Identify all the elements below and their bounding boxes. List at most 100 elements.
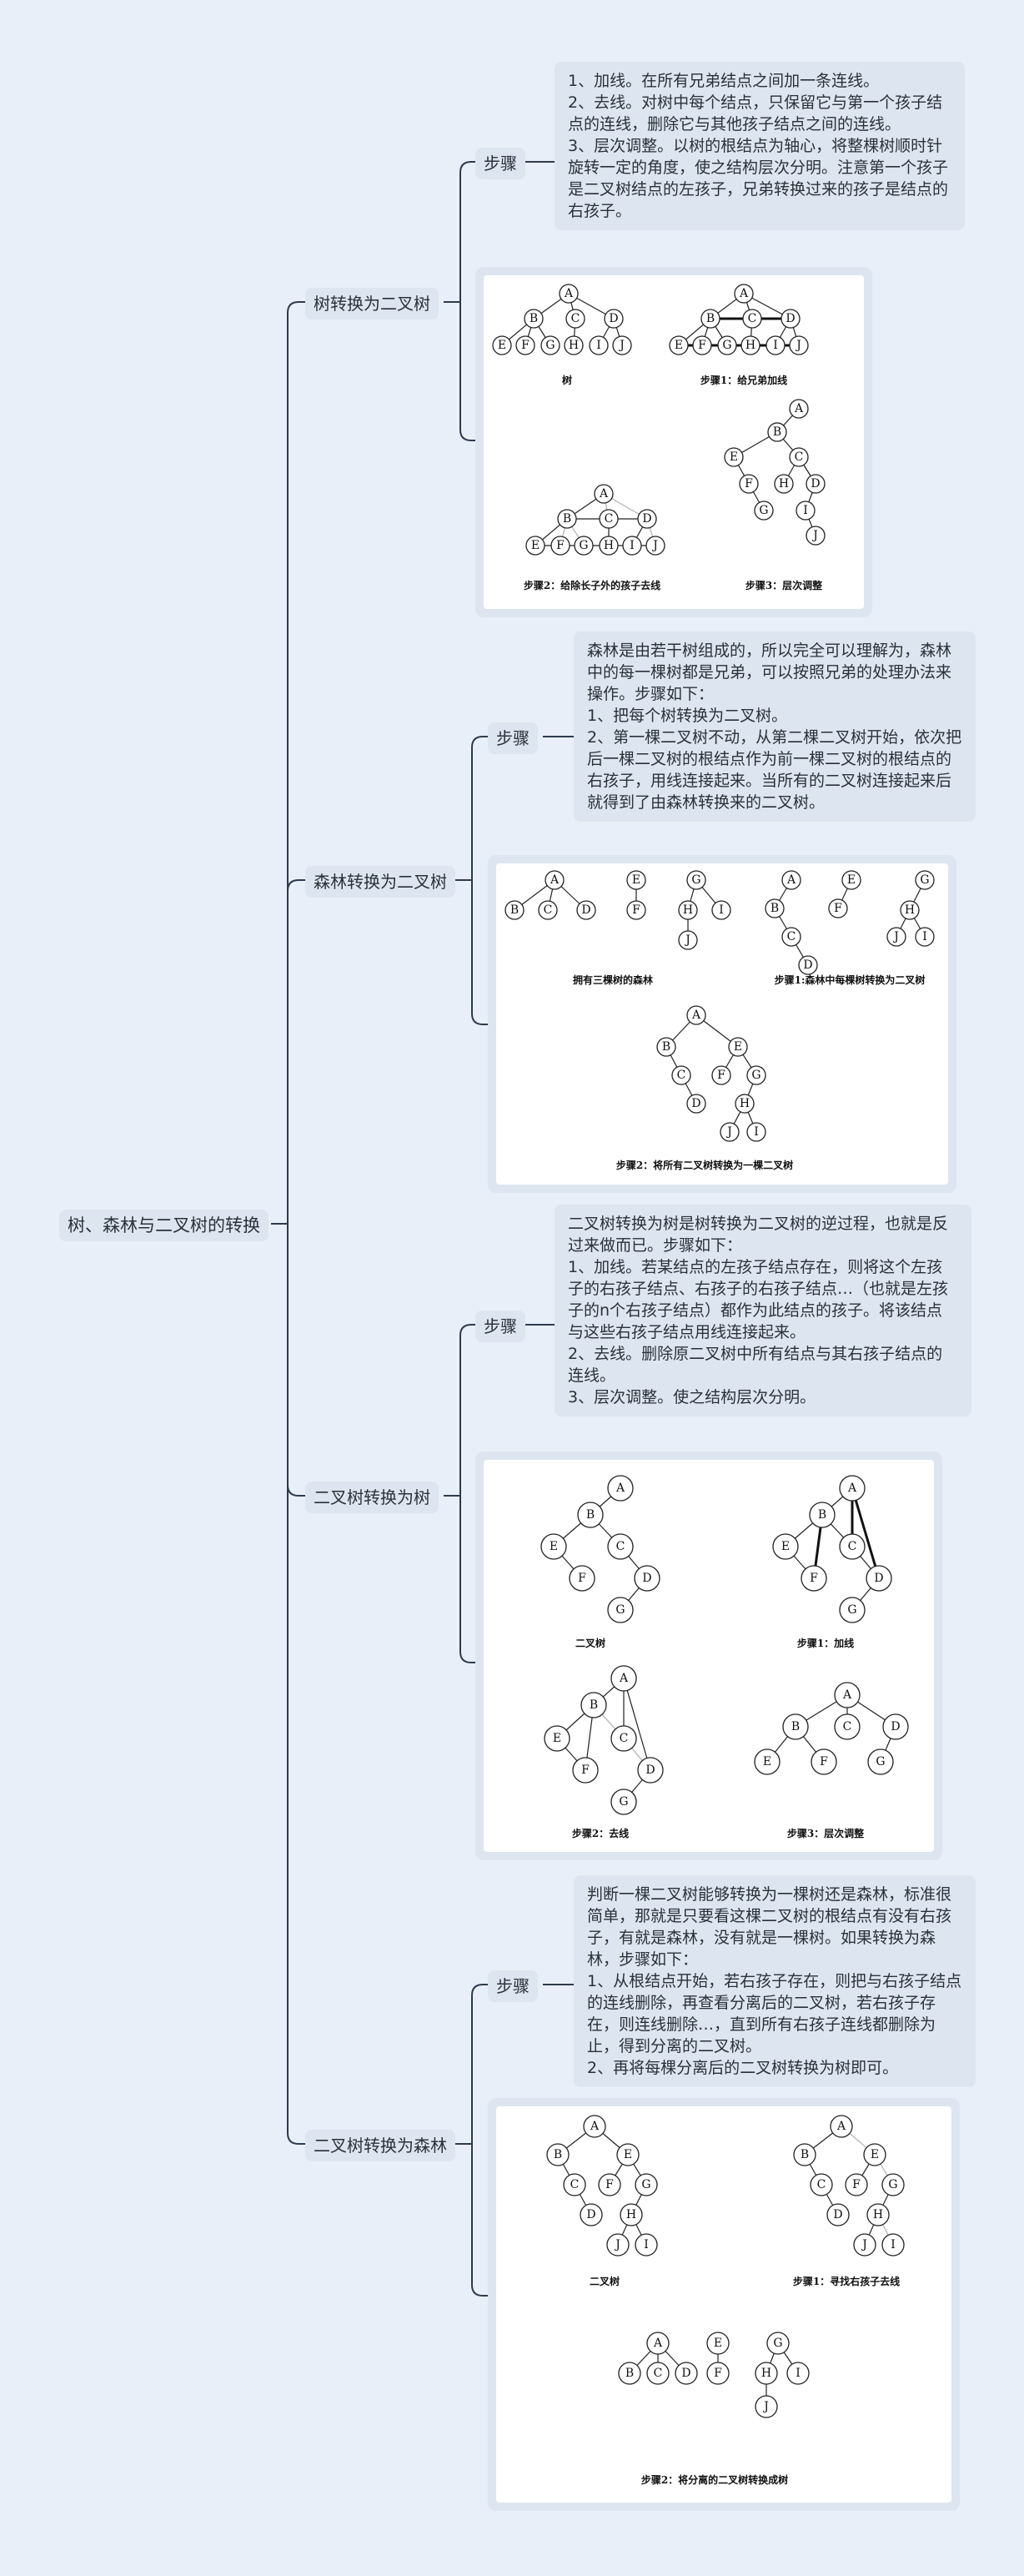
forest-step1: A B C D E F G H J I 步骤1:森林中每棵树转换为二叉树 <box>765 870 935 986</box>
tree-node: B <box>782 1713 809 1740</box>
tree-node: A <box>646 2332 670 2355</box>
tree-node: E <box>525 536 545 556</box>
tree-node: D <box>882 1713 909 1740</box>
svg-text:J: J <box>725 1125 732 1139</box>
tree-node: J <box>853 2233 876 2257</box>
branch-binary-to-tree[interactable]: 二叉树转换为树 <box>305 1482 439 1513</box>
binary-to-tree-diagram: A B E C F D G 二叉树 A B E C F D G <box>540 1475 909 1839</box>
steps-text-binary-to-forest: 判断一棵二叉树能够转换为一棵树还是森林，标准很简单，那就是只要看这棵二叉树的根结… <box>574 1875 976 2087</box>
tree-node: G <box>746 1065 766 1085</box>
steps-text-forest-to-binary: 森林是由若干树组成的，所以完全可以理解为，森林中的每一棵树都是兄弟，可以按照兄弟… <box>574 631 976 822</box>
svg-text:H: H <box>569 339 579 352</box>
caption: 步骤2：将所有二叉树转换为一棵二叉树 <box>616 1159 793 1171</box>
tree-node: I <box>711 900 731 920</box>
svg-text:D: D <box>586 2208 595 2221</box>
step-text: 1、加线。若某结点的左孩子结点存在，则将这个左孩子的右孩子结点、右孩子的右孩子结… <box>568 1258 949 1341</box>
tree-node: E <box>772 1533 799 1560</box>
svg-text:A: A <box>564 287 574 300</box>
tree-node: D <box>637 1757 664 1784</box>
tree-node: D <box>675 2362 698 2385</box>
tree-node: B <box>793 2143 816 2166</box>
svg-text:F: F <box>556 539 565 552</box>
svg-text:J: J <box>811 529 818 542</box>
tree-node: A <box>545 870 565 890</box>
tree-node: F <box>739 474 759 494</box>
tree-node: E <box>754 1748 781 1775</box>
svg-text:F: F <box>810 1572 818 1585</box>
svg-text:F: F <box>698 339 706 352</box>
svg-text:B: B <box>662 1040 670 1054</box>
svg-text:D: D <box>786 312 795 325</box>
tree-node: D <box>580 2203 603 2226</box>
tree-node: H <box>599 536 619 556</box>
tree-node: H <box>755 2362 778 2385</box>
svg-text:F: F <box>745 477 753 491</box>
step-text: 森林是由若干树组成的，所以完全可以理解为，森林中的每一棵树都是兄弟，可以按照兄弟… <box>587 641 952 703</box>
svg-text:H: H <box>873 2208 883 2221</box>
steps-text-binary-to-tree: 二叉树转换为树是树转换为二叉树的逆过程，也就是反过来做而已。步骤如下： 1、加线… <box>555 1205 971 1416</box>
svg-text:F: F <box>820 1755 828 1768</box>
svg-text:F: F <box>714 2367 722 2380</box>
tree-node: D <box>806 474 826 494</box>
bf-original: A B E C F G D H J I 二叉树 <box>546 2115 658 2287</box>
bf-step2: A B C D E F G H I J 步骤2：将分离的二叉树转换成树 <box>618 2332 810 2486</box>
tree-to-binary-diagram: A B C D E F G H I J 树 A B <box>492 284 826 591</box>
svg-text:F: F <box>834 902 842 915</box>
tree-node: H <box>900 900 920 920</box>
svg-text:A: A <box>847 1482 857 1495</box>
tree-node: A <box>610 1665 637 1692</box>
tree-node: H <box>735 1094 755 1114</box>
svg-text:F: F <box>578 1572 586 1585</box>
root-node[interactable]: 树、森林与二叉树的转换 <box>59 1210 269 1241</box>
step-node-tree-to-binary[interactable]: 步骤 <box>475 148 525 179</box>
tree-node: H <box>774 474 794 494</box>
caption: 二叉树 <box>575 1637 605 1649</box>
tree-node: G <box>867 1748 894 1775</box>
svg-text:A: A <box>619 1672 629 1685</box>
step-node-binary-to-tree[interactable]: 步骤 <box>475 1311 525 1342</box>
image-card-tree-to-binary: A B C D E F G H I J 树 A B <box>475 267 872 617</box>
tree-node: H <box>678 900 698 920</box>
svg-text:J: J <box>892 930 899 943</box>
step-text: 二叉树转换为树是树转换为二叉树的逆过程，也就是反过来做而已。步骤如下： <box>568 1215 949 1255</box>
svg-text:E: E <box>871 2148 879 2161</box>
svg-text:H: H <box>761 2367 771 2380</box>
tree-node: D <box>576 900 596 920</box>
step-node-binary-to-forest[interactable]: 步骤 <box>488 1970 538 2002</box>
svg-text:G: G <box>691 873 700 887</box>
svg-text:G: G <box>579 539 588 552</box>
svg-text:D: D <box>642 512 651 526</box>
svg-text:D: D <box>609 312 618 325</box>
branch-binary-to-forest[interactable]: 二叉树转换为森林 <box>305 2130 455 2161</box>
tree-node: B <box>504 900 525 920</box>
svg-text:H: H <box>604 539 614 552</box>
tree-node: B <box>618 2362 641 2385</box>
step-text: 判断一棵二叉树能够转换为一棵树还是森林，标准很简单，那就是只要看这棵二叉树的根结… <box>587 1885 952 1969</box>
tree-node: A <box>583 2115 606 2138</box>
image-card-binary-to-forest: A B E C F G D H J I 二叉树 A B E C <box>488 2098 960 2511</box>
svg-text:E: E <box>498 339 506 352</box>
tree-node: C <box>789 447 809 467</box>
tree-node: E <box>540 1533 567 1560</box>
tree-node: B <box>656 1037 676 1057</box>
svg-text:C: C <box>787 930 796 943</box>
svg-text:C: C <box>795 450 804 464</box>
tree-node: B <box>557 509 577 529</box>
svg-text:F: F <box>852 2178 861 2191</box>
caption: 步骤1：给兄弟加线 <box>700 374 787 386</box>
branch-tree-to-binary[interactable]: 树转换为二叉树 <box>305 288 439 319</box>
step-text: 3、层次调整。以树的根结点为轴心，将整棵树顺时针旋转一定的角度，使之结构层次分明… <box>568 137 949 220</box>
tree-node: F <box>515 335 535 355</box>
svg-text:C: C <box>748 312 757 325</box>
tree-node: B <box>767 422 787 442</box>
bt-step3: A B C D E F G 步骤3：层次调整 <box>754 1682 909 1839</box>
svg-text:C: C <box>843 1720 852 1733</box>
tree-node: D <box>798 955 818 975</box>
tree-node: I <box>765 335 786 355</box>
step-node-forest-to-binary[interactable]: 步骤 <box>488 722 538 754</box>
svg-text:I: I <box>754 1125 759 1139</box>
tree-node: I <box>635 2233 658 2257</box>
branch-forest-to-binary[interactable]: 森林转换为二叉树 <box>305 866 455 898</box>
tree-node: A <box>594 484 614 504</box>
svg-text:A: A <box>653 2337 663 2350</box>
